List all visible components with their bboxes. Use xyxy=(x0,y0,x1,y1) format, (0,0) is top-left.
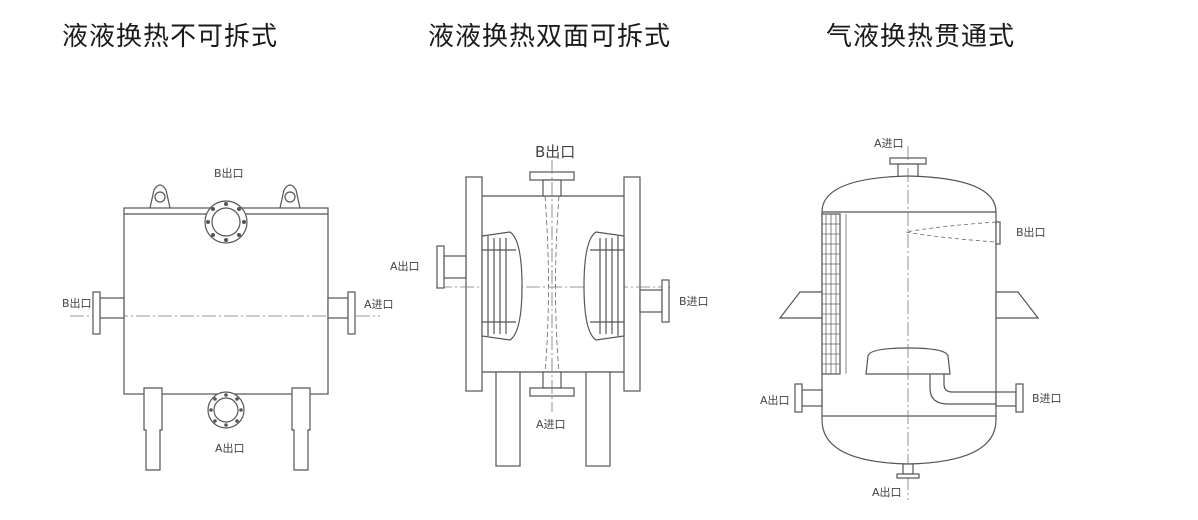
label-left-left: B出口 xyxy=(62,296,92,310)
label-right-upper-right: B出口 xyxy=(1016,225,1046,239)
label-right-lower-right: B进口 xyxy=(1032,392,1062,405)
label-left-right: A进口 xyxy=(364,298,394,311)
label-left-top: B出口 xyxy=(214,166,244,180)
title-right: 气液换热贯通式 xyxy=(826,22,1016,52)
label-mid-right: B进口 xyxy=(679,295,709,308)
label-mid-top: B出口 xyxy=(535,143,575,161)
title-middle: 液液换热双面可拆式 xyxy=(428,22,672,52)
label-right-lower-left: A出口 xyxy=(760,393,790,407)
bolt-holes-bottom xyxy=(209,393,243,427)
exchanger-gas-liquid xyxy=(778,146,1040,500)
label-right-bottom: A出口 xyxy=(872,485,902,499)
label-right-top: A进口 xyxy=(874,137,904,150)
title-left: 液液换热不可拆式 xyxy=(62,22,279,52)
label-left-bottom: A出口 xyxy=(215,441,245,455)
bolt-holes-top xyxy=(206,202,246,242)
label-mid-bottom: A进口 xyxy=(536,418,566,431)
exchanger-double-detachable xyxy=(436,160,670,467)
tube-bundle-grid xyxy=(822,214,840,374)
label-mid-left: A出口 xyxy=(390,259,420,273)
exchanger-non-detachable xyxy=(70,184,380,471)
